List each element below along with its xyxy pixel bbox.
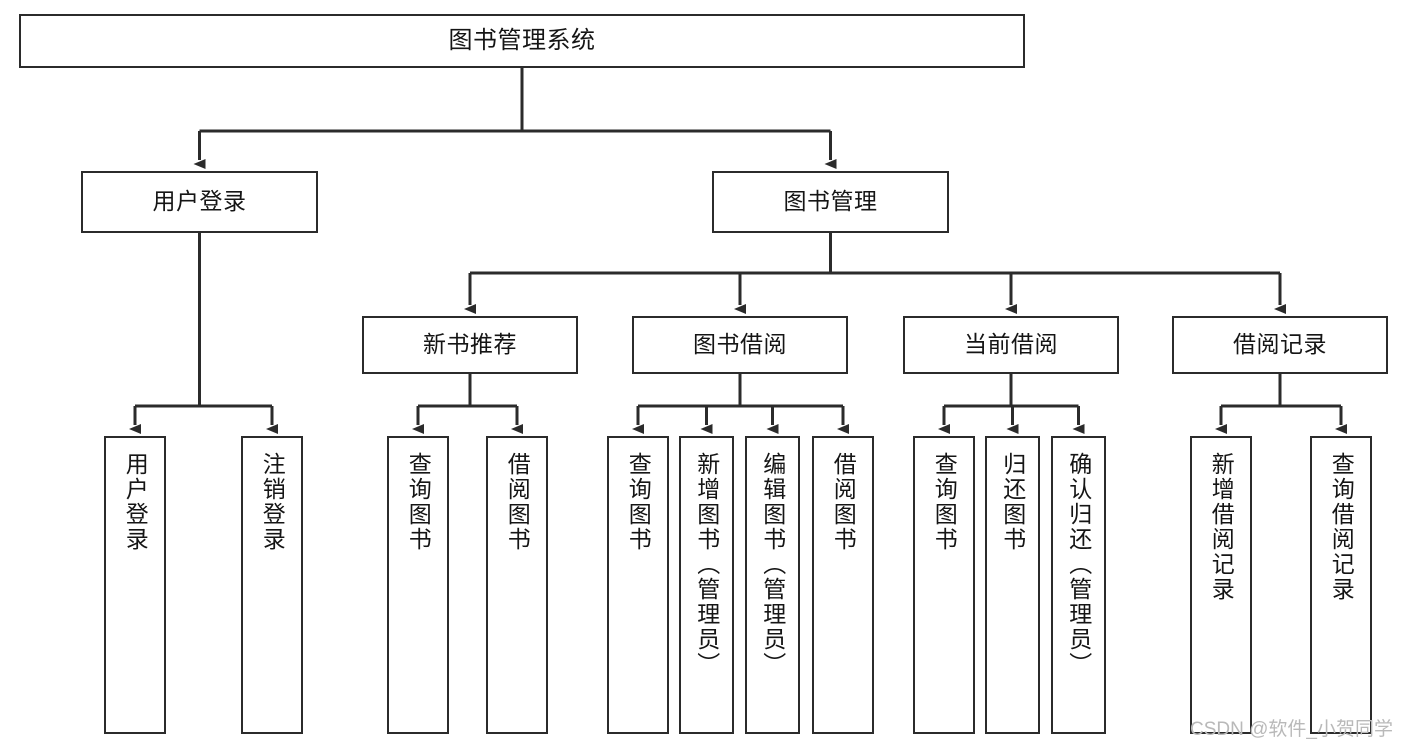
node-leaf-borrow-book-recommend[interactable]: 借阅图书: [486, 436, 548, 734]
node-label: 查询图书: [625, 452, 652, 552]
node-label: 查询图书: [931, 452, 958, 552]
node-leaf-logout[interactable]: 注销登录: [241, 436, 303, 734]
node-leaf-query-book-current[interactable]: 查询图书: [913, 436, 975, 734]
node-level3-book-borrow[interactable]: 图书借阅: [632, 316, 848, 374]
node-label: 图书管理系统: [448, 26, 596, 54]
node-label: 图书借阅: [693, 331, 787, 358]
node-label: 注销登录: [259, 452, 286, 552]
watermark: CSDN @软件_小贺同学: [1190, 719, 1393, 740]
node-label: 借阅记录: [1233, 331, 1327, 358]
node-label: 用户登录: [122, 452, 149, 552]
node-label: 新书推荐: [423, 331, 517, 358]
node-leaf-confirm-return-admin[interactable]: 确认归还（管理员）: [1051, 436, 1106, 734]
node-level2-book-management[interactable]: 图书管理: [712, 171, 949, 233]
node-label: 借阅图书: [830, 452, 857, 552]
node-leaf-add-book-admin[interactable]: 新增图书（管理员）: [679, 436, 734, 734]
node-level2-user-login[interactable]: 用户登录: [81, 171, 318, 233]
node-leaf-edit-book-admin[interactable]: 编辑图书（管理员）: [745, 436, 800, 734]
node-label: 新增借阅记录: [1208, 452, 1235, 602]
node-level3-borrow-record[interactable]: 借阅记录: [1172, 316, 1388, 374]
node-label: 归还图书: [999, 452, 1026, 552]
node-label: 确认归还（管理员）: [1065, 452, 1092, 677]
node-label: 编辑图书（管理员）: [759, 452, 786, 677]
node-leaf-user-login[interactable]: 用户登录: [104, 436, 166, 734]
node-leaf-borrow-book[interactable]: 借阅图书: [812, 436, 874, 734]
node-leaf-add-borrow-record[interactable]: 新增借阅记录: [1190, 436, 1252, 734]
node-leaf-query-borrow-record[interactable]: 查询借阅记录: [1310, 436, 1372, 734]
node-level3-current-borrow[interactable]: 当前借阅: [903, 316, 1119, 374]
node-leaf-query-book-recommend[interactable]: 查询图书: [387, 436, 449, 734]
node-label: 新增图书（管理员）: [693, 452, 720, 677]
node-level3-new-book-recommend[interactable]: 新书推荐: [362, 316, 578, 374]
node-label: 图书管理: [783, 188, 878, 215]
node-root[interactable]: 图书管理系统: [19, 14, 1025, 68]
node-label: 当前借阅: [964, 331, 1058, 358]
node-leaf-query-book-borrow[interactable]: 查询图书: [607, 436, 669, 734]
node-label: 查询图书: [405, 452, 432, 552]
node-label: 借阅图书: [504, 452, 531, 552]
node-leaf-return-book[interactable]: 归还图书: [985, 436, 1040, 734]
node-label: 用户登录: [152, 188, 247, 215]
node-label: 查询借阅记录: [1328, 452, 1355, 602]
